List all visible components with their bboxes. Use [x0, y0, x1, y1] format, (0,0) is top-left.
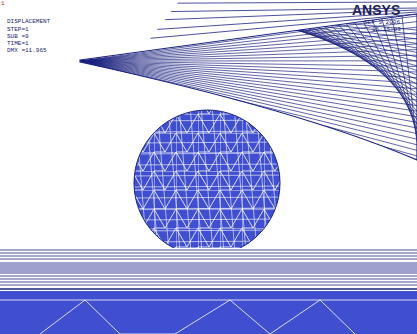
mesh-line: [0, 271, 417, 272]
mesh-line: [130, 241, 290, 242]
mesh-line: [130, 230, 290, 231]
mesh-line: [280, 0, 417, 98]
result-type: DISPLACEMENT: [7, 18, 50, 25]
mesh-line: [0, 276, 417, 277]
mesh-line: [304, 0, 417, 107]
mesh-line: [130, 186, 290, 187]
mesh-line: [80, 61, 417, 89]
mesh-line: [244, 0, 417, 84]
mesh-line: [232, 0, 417, 80]
mesh-line: [130, 219, 290, 220]
mesh-line: [80, 61, 417, 117]
mesh-line: [400, 0, 417, 143]
mesh-line: [124, 0, 417, 39]
window-number: 1: [1, 0, 5, 7]
mesh-line: [0, 259, 417, 260]
mesh-line: [0, 265, 417, 266]
mesh-line: [0, 285, 417, 286]
mesh-line: [146, 105, 159, 265]
mesh-line: [148, 0, 417, 48]
mesh-line: [267, 105, 280, 265]
mesh-line: [190, 105, 203, 265]
mesh-line: [0, 250, 417, 251]
mesh-line: [168, 105, 181, 265]
mesh-line: [0, 267, 417, 268]
mesh-line: [0, 273, 417, 274]
mesh-line: [0, 279, 417, 280]
plot-date: SEP 3 2006: [364, 19, 400, 26]
mesh-line: [268, 0, 417, 93]
mesh-line: [292, 0, 417, 102]
max-displacement: DMX =11.965: [7, 47, 47, 54]
mesh-line: [130, 197, 290, 198]
ansys-logo: ANSYS: [352, 3, 400, 18]
mesh-line: [80, 61, 417, 128]
mesh-line: [136, 0, 417, 44]
mesh-line: [0, 282, 417, 283]
mesh-line: [80, 61, 417, 106]
plot-time: 15:25:03: [372, 26, 401, 33]
mesh-line: [80, 61, 417, 111]
mesh-line: [80, 61, 417, 94]
mesh-line: [160, 0, 417, 53]
mesh-line: [80, 33, 417, 61]
mesh-line: [100, 0, 417, 30]
mesh-line: [179, 105, 192, 265]
substep-info: SUB =9: [7, 33, 29, 40]
mesh-line: [112, 0, 417, 35]
mesh-line: [130, 131, 290, 132]
mesh-line: [0, 269, 417, 270]
step-info: STEP=1: [7, 26, 29, 33]
mesh-line: [0, 256, 417, 257]
mesh-line: [256, 0, 417, 89]
mesh-line: [130, 164, 290, 165]
mesh-line: [130, 142, 290, 143]
mesh-line: [80, 61, 417, 122]
mesh-line: [201, 105, 214, 265]
mesh-line: [130, 120, 290, 121]
mesh-line: [135, 105, 148, 265]
mesh-line: [130, 153, 290, 154]
mesh-line: [172, 0, 417, 57]
mesh-line: [130, 175, 290, 176]
mesh-line: [130, 208, 290, 209]
mesh-line: [80, 16, 417, 61]
mesh-line: [0, 263, 417, 264]
mesh-line: [223, 105, 236, 265]
mesh-line: [212, 105, 225, 265]
mesh-line: [0, 253, 417, 254]
time-info: TIME=1: [7, 40, 29, 47]
mesh-line: [256, 105, 269, 265]
mesh-line: [364, 0, 417, 129]
